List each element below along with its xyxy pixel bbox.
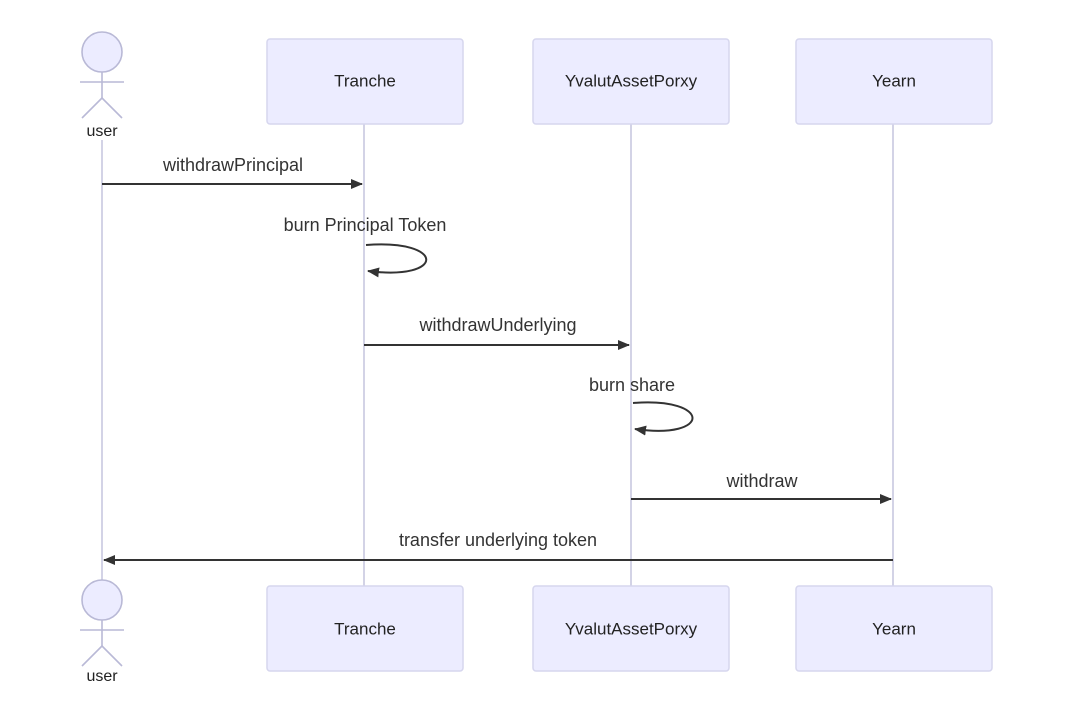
actor-user-bottom: user <box>80 579 124 685</box>
actor-user-top: user <box>80 31 124 140</box>
message-withdraw: withdraw <box>631 471 892 504</box>
participant-yearn-top: Yearn <box>795 38 993 125</box>
participant-tranche-bottom: Tranche <box>266 585 464 672</box>
message-label: burn share <box>589 375 675 395</box>
participant-proxy-bottom: YvalutAssetPorxy <box>532 585 730 672</box>
self-message-arrow <box>365 243 428 278</box>
participant-label: Tranche <box>334 619 396 638</box>
message-withdraw-principal: withdrawPrincipal <box>102 155 363 189</box>
participant-label: YvalutAssetPorxy <box>565 619 698 638</box>
message-label: transfer underlying token <box>399 530 597 550</box>
message-label: withdraw <box>725 471 798 491</box>
participant-tranche-top: Tranche <box>266 38 464 125</box>
actor-head-icon <box>81 31 123 73</box>
message-burn-principal-token: burn Principal Token <box>284 215 447 278</box>
message-label: withdrawPrincipal <box>162 155 303 175</box>
participant-label: Yearn <box>872 71 916 90</box>
participant-label: YvalutAssetPorxy <box>565 71 698 90</box>
actor-label: user <box>86 668 118 685</box>
message-burn-share: burn share <box>589 375 694 436</box>
message-label: burn Principal Token <box>284 215 447 235</box>
message-withdraw-underlying: withdrawUnderlying <box>364 315 630 350</box>
participant-proxy-top: YvalutAssetPorxy <box>532 38 730 125</box>
actor-label: user <box>86 123 118 140</box>
message-transfer-underlying-token: transfer underlying token <box>103 530 893 565</box>
participant-label: Tranche <box>334 71 396 90</box>
message-label: withdrawUnderlying <box>418 315 576 335</box>
participant-yearn-bottom: Yearn <box>795 585 993 672</box>
self-message-arrow <box>632 401 694 436</box>
actor-head-icon <box>81 579 123 621</box>
participant-label: Yearn <box>872 619 916 638</box>
